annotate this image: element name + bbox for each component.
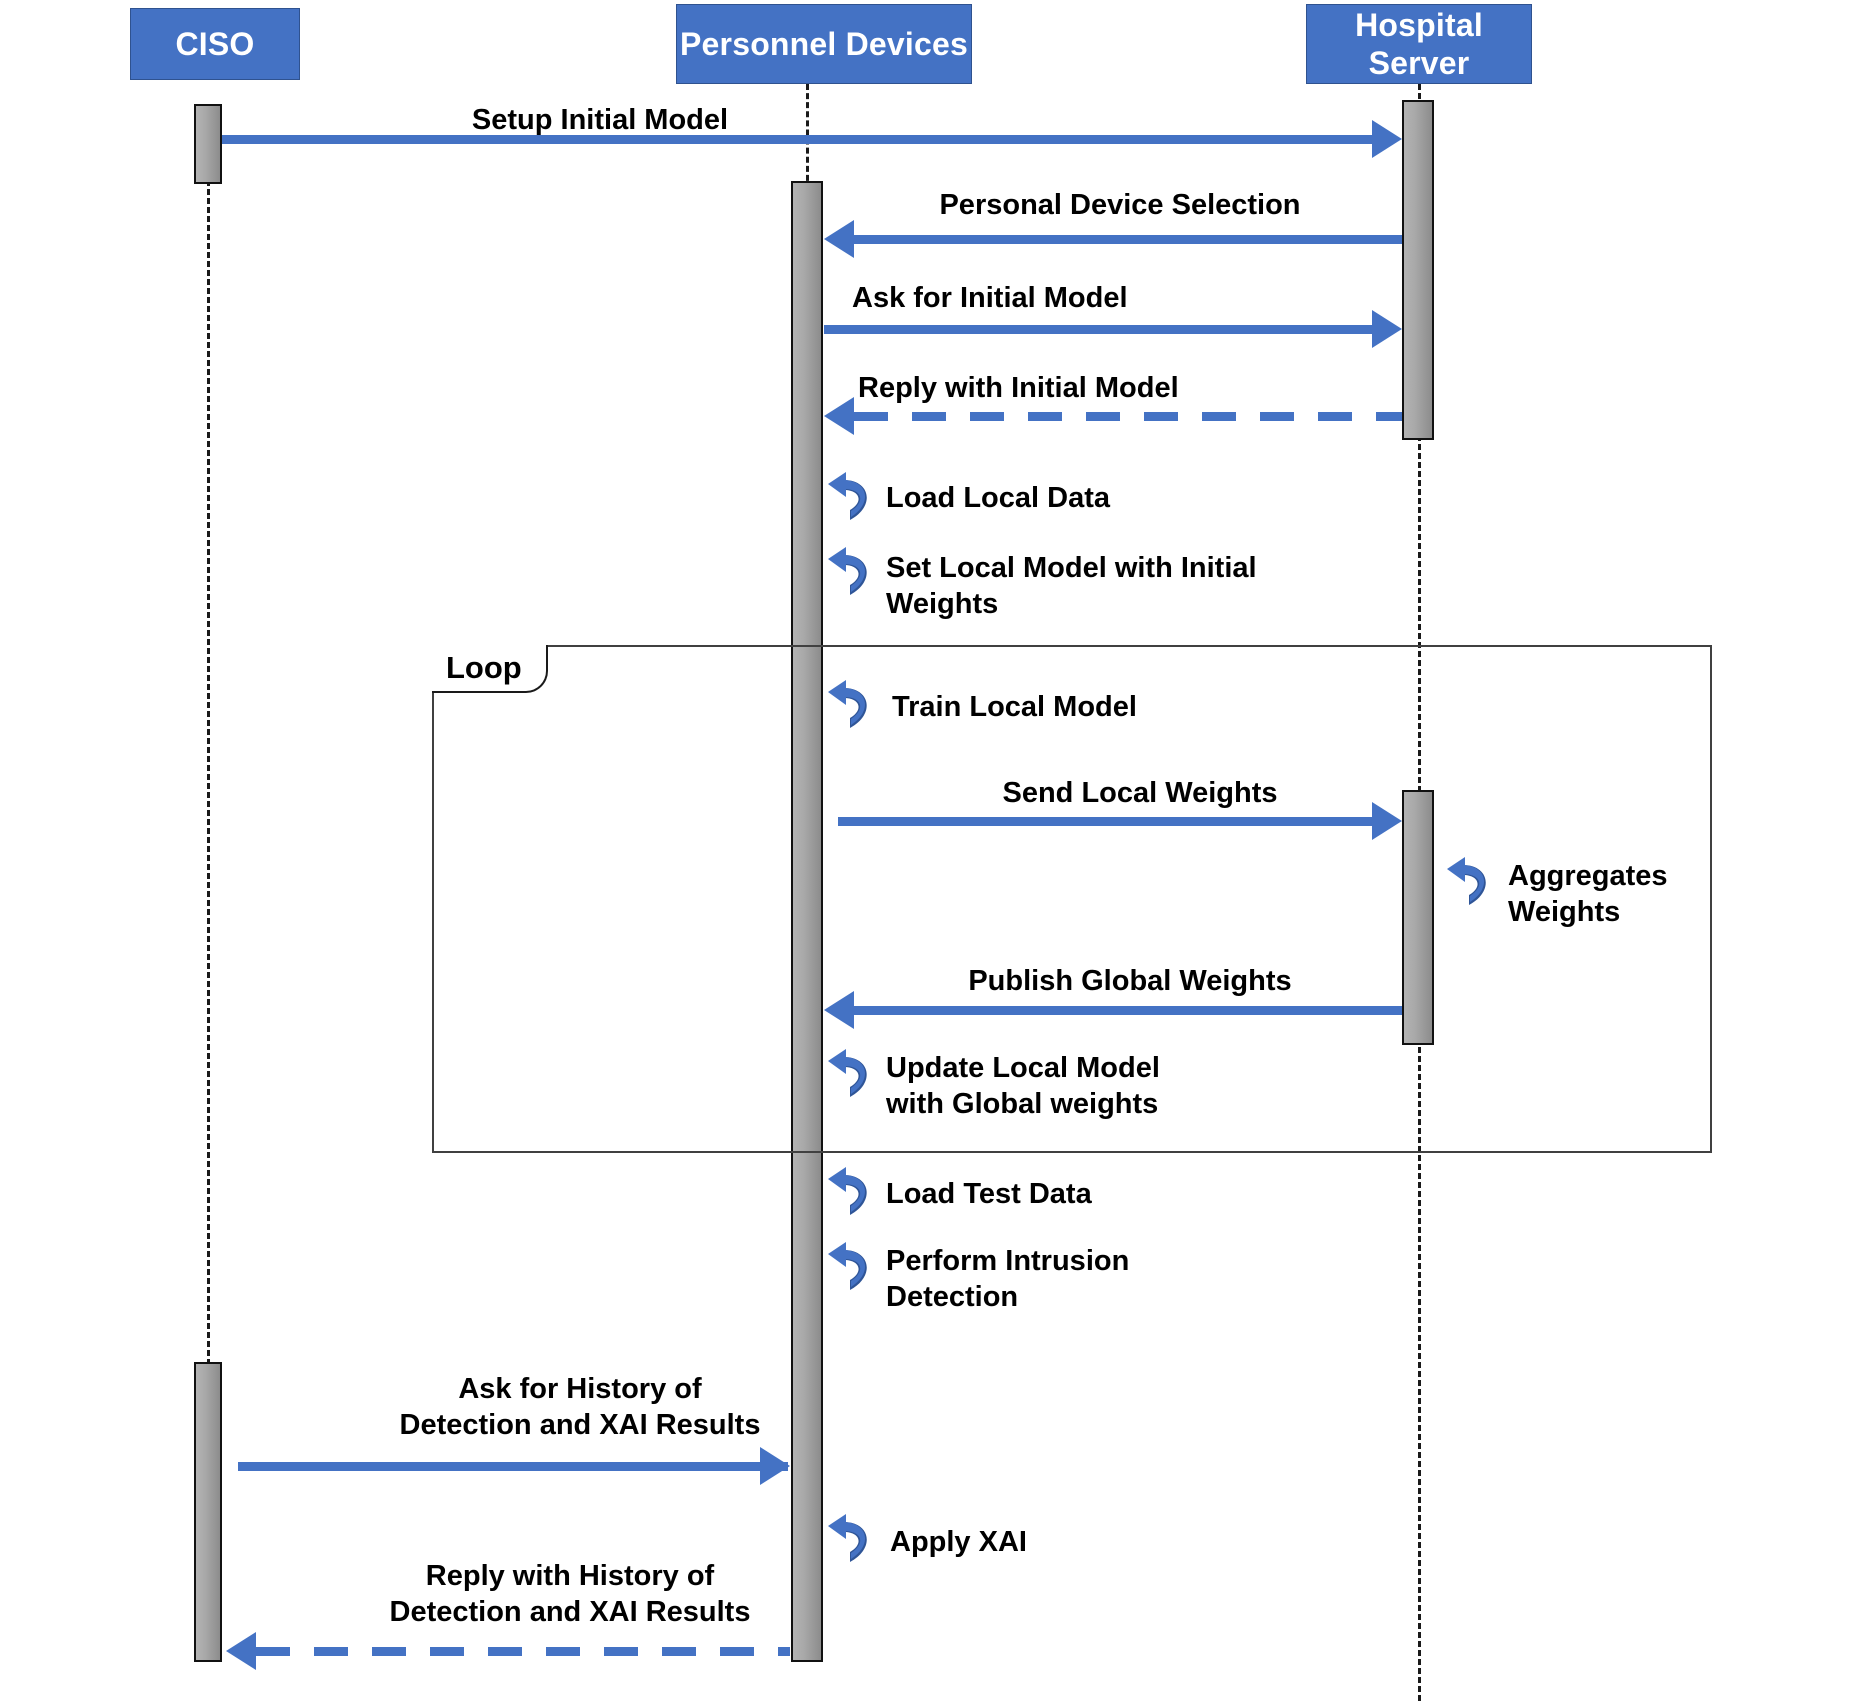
self-message-icon-aggregates-weights	[1443, 855, 1499, 915]
participant-personnel-devices-label: Personnel Devices	[680, 26, 968, 62]
fragment-loop-tab: Loop	[432, 645, 548, 693]
fragment-loop-label: Loop	[446, 650, 522, 685]
message-line-personal-device-selection	[854, 235, 1402, 244]
message-label-perform-intrusion-detection: Perform Intrusion Detection	[886, 1245, 1130, 1313]
message-arrowhead-personal-device-selection	[824, 220, 854, 258]
message-label-reply-with-history: Reply with History of Detection and XAI …	[389, 1560, 751, 1628]
message-label-update-local-model-with-global-weights: Update Local Model with Global weights	[886, 1052, 1160, 1120]
self-message-icon-load-local-data	[824, 470, 880, 530]
participant-ciso-label: CISO	[175, 26, 255, 62]
self-message-icon-perform-intrusion-detection	[824, 1240, 880, 1300]
message-label-publish-global-weights: Publish Global Weights	[968, 965, 1292, 997]
message-arrowhead-send-local-weights	[1372, 802, 1402, 840]
lifeline-ciso	[207, 180, 210, 1365]
message-label-ask-for-initial-model: Ask for Initial Model	[852, 282, 1128, 314]
self-message-icon-apply-xai	[824, 1512, 880, 1572]
message-arrowhead-reply-with-initial-model	[824, 397, 854, 435]
message-label-setup-initial-model: Setup Initial Model	[471, 104, 729, 136]
message-arrowhead-ask-for-history	[760, 1447, 790, 1485]
message-label-personal-device-selection: Personal Device Selection	[939, 189, 1301, 221]
message-line-ask-for-history	[238, 1462, 788, 1471]
message-arrowhead-ask-for-initial-model	[1372, 310, 1402, 348]
message-line-reply-with-initial-model	[854, 412, 1402, 421]
message-line-send-local-weights	[838, 817, 1372, 826]
message-line-setup-initial-model	[222, 135, 1392, 144]
participant-hospital-server[interactable]: Hospital Server	[1306, 4, 1532, 84]
message-line-publish-global-weights	[854, 1006, 1402, 1015]
message-line-ask-for-initial-model	[824, 325, 1372, 334]
self-message-icon-train-local-model	[824, 678, 880, 738]
message-arrowhead-publish-global-weights	[824, 991, 854, 1029]
activation-ciso-bottom	[194, 1362, 222, 1662]
message-label-set-local-model-with-initial-weights: Set Local Model with Initial Weights	[886, 552, 1257, 620]
self-message-icon-set-local-model-with-initial-weights	[824, 545, 880, 605]
message-line-reply-with-history	[256, 1647, 790, 1656]
message-label-ask-for-history: Ask for History of Detection and XAI Res…	[399, 1373, 761, 1441]
activation-hospital-server-top	[1402, 100, 1434, 440]
participant-personnel-devices[interactable]: Personnel Devices	[676, 4, 972, 84]
message-label-load-local-data: Load Local Data	[886, 482, 1110, 514]
participant-hospital-server-label: Hospital Server	[1355, 7, 1483, 81]
self-message-icon-update-local-model-with-global-weights	[824, 1047, 880, 1107]
fragment-loop-box	[432, 645, 1712, 1153]
message-arrowhead-setup-initial-model	[1372, 120, 1402, 158]
self-message-icon-load-test-data	[824, 1165, 880, 1225]
message-label-aggregates-weights: Aggregates Weights	[1508, 860, 1668, 928]
message-label-reply-with-initial-model: Reply with Initial Model	[858, 372, 1179, 404]
activation-ciso-top	[194, 104, 222, 184]
activation-hospital-server-loop	[1402, 790, 1434, 1045]
message-label-apply-xai: Apply XAI	[890, 1526, 1027, 1558]
message-arrowhead-reply-with-history	[226, 1632, 256, 1670]
participant-ciso[interactable]: CISO	[130, 8, 300, 80]
message-label-send-local-weights: Send Local Weights	[1002, 777, 1278, 809]
activation-personnel-devices	[791, 181, 823, 1662]
message-label-train-local-model: Train Local Model	[892, 691, 1137, 723]
message-label-load-test-data: Load Test Data	[886, 1178, 1092, 1210]
